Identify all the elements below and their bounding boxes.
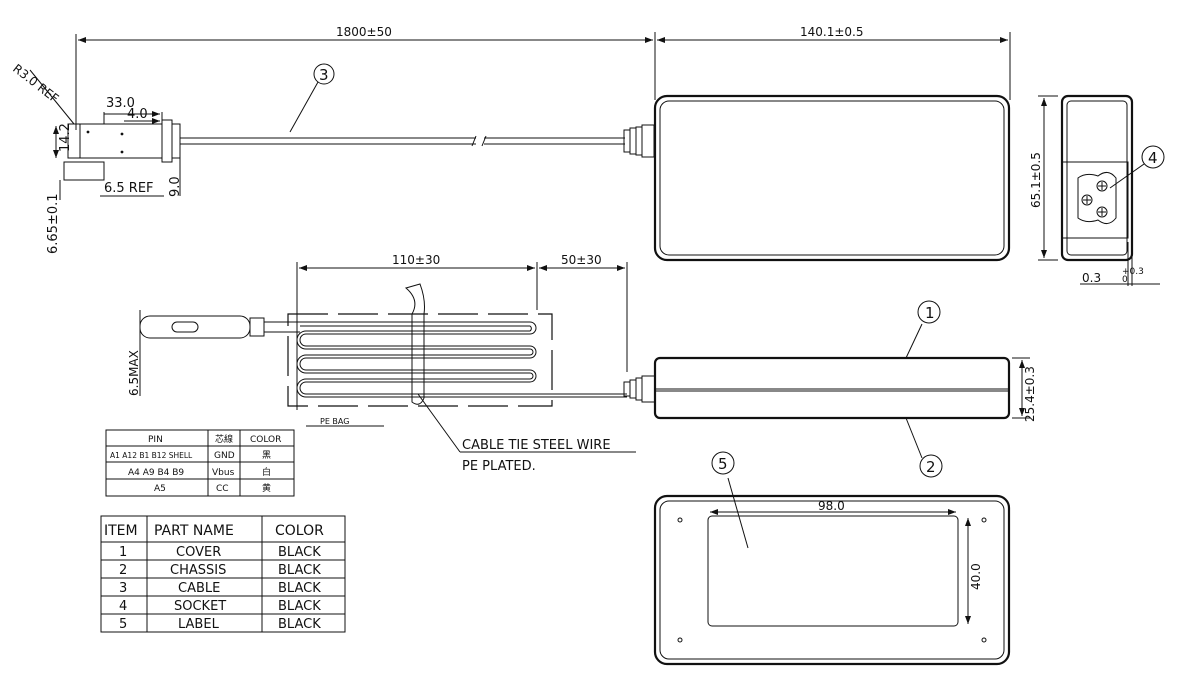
plug-offset-label: 9.0 bbox=[168, 176, 183, 197]
pin-row1-pin: A1 A12 B1 B12 SHELL bbox=[110, 451, 193, 460]
part4-color: BLACK bbox=[278, 599, 321, 614]
body-length-label: 140.1±0.5 bbox=[800, 25, 864, 39]
pe-bag-label: PE BAG bbox=[320, 417, 349, 426]
pin-row3-pin: A5 bbox=[154, 484, 166, 494]
usb-c-plug-top-view: R3.0 REF 33.0 4.0 14.2 6.5 REF 9.0 6.65±… bbox=[10, 61, 183, 254]
pin-header-core: 芯線 bbox=[215, 433, 233, 445]
part2-name: CHASSIS bbox=[170, 563, 226, 578]
plug-radius-label: R3.0 REF bbox=[10, 61, 61, 105]
part3-color: BLACK bbox=[278, 581, 321, 596]
part3-item: 3 bbox=[119, 581, 127, 596]
pin-row2-core: Vbus bbox=[212, 468, 235, 478]
total-length-label: 1800±50 bbox=[336, 25, 392, 39]
body-height-label: 25.4±0.3 bbox=[1023, 366, 1037, 422]
adapter-body-top-view bbox=[653, 94, 1011, 262]
label-width-label: 98.0 bbox=[818, 499, 845, 513]
pin-row1-core: GND bbox=[214, 451, 235, 461]
part1-color: BLACK bbox=[278, 545, 321, 560]
callout-1: 1 bbox=[925, 304, 935, 322]
socket-offset-label: 0.3 bbox=[1082, 271, 1101, 285]
parts-header-item: ITEM bbox=[104, 523, 138, 539]
plug-side-view: 6.5MAX bbox=[127, 310, 300, 396]
pin-row2-pin: A4 A9 B4 B9 bbox=[128, 468, 184, 478]
callout-4: 4 bbox=[1148, 149, 1158, 167]
part5-color: BLACK bbox=[278, 617, 321, 632]
callout-3: 3 bbox=[319, 66, 329, 84]
parts-header-name: PART NAME bbox=[154, 523, 234, 539]
parts-header-color: COLOR bbox=[275, 523, 324, 539]
plug-tip-label: 4.0 bbox=[127, 107, 148, 122]
plug-max-label: 6.5MAX bbox=[127, 350, 141, 396]
pin-header-color: COLOR bbox=[250, 435, 281, 445]
pin-row3-color: 黄 bbox=[262, 482, 271, 494]
adapter-end-view: 4 65.1±0.5 0.3 +0.3 0 bbox=[1029, 94, 1165, 286]
part1-item: 1 bbox=[119, 545, 127, 560]
body-width-label: 65.1±0.5 bbox=[1029, 152, 1043, 208]
pin-table: PIN 芯線 COLOR A1 A12 B1 B12 SHELL GND 黑 A… bbox=[105, 429, 295, 497]
callout-2: 2 bbox=[926, 458, 936, 476]
part2-item: 2 bbox=[119, 563, 127, 578]
adapter-bottom-view: 98.0 40.0 5 bbox=[653, 451, 1011, 666]
parts-table: ITEM PART NAME COLOR 1 COVER BLACK 2 CHA… bbox=[100, 515, 346, 633]
plug-height-label: 14.2 bbox=[58, 123, 73, 152]
cable-tie-note: CABLE TIE STEEL WIRE PE PLATED. bbox=[417, 393, 636, 474]
part2-color: BLACK bbox=[278, 563, 321, 578]
pin-row2-color: 白 bbox=[262, 466, 271, 478]
tail-length-label: 50±30 bbox=[561, 253, 602, 267]
part3-name: CABLE bbox=[178, 581, 220, 596]
overall-length-dimension: 1800±50 140.1±0.5 bbox=[75, 25, 1011, 130]
socket-offset-tol: +0.3 bbox=[1122, 267, 1144, 277]
part4-item: 4 bbox=[119, 599, 127, 614]
socket-offset-tol-low: 0 bbox=[1122, 275, 1128, 285]
plug-base-label: 6.65±0.1 bbox=[46, 193, 61, 254]
adapter-body-side-view: 25.4±0.3 1 2 bbox=[623, 300, 1037, 478]
part1-name: COVER bbox=[176, 545, 221, 560]
cable-tie-line1: CABLE TIE STEEL WIRE bbox=[462, 438, 611, 453]
callout-5: 5 bbox=[718, 455, 728, 473]
pin-header-pin: PIN bbox=[148, 435, 163, 445]
cable-tie-line2: PE PLATED. bbox=[462, 459, 536, 474]
label-height-label: 40.0 bbox=[969, 563, 983, 590]
pin-row3-core: CC bbox=[216, 484, 229, 494]
part5-item: 5 bbox=[119, 617, 127, 632]
part4-name: SOCKET bbox=[174, 599, 226, 614]
plug-ref-label: 6.5 REF bbox=[104, 181, 154, 196]
plug-length-label: 33.0 bbox=[106, 96, 135, 111]
pin-row1-color: 黑 bbox=[262, 450, 271, 461]
coil-length-label: 110±30 bbox=[392, 253, 440, 267]
cable-top-view: 3 bbox=[180, 63, 655, 158]
coiled-cable: PE BAG bbox=[287, 283, 627, 427]
part5-name: LABEL bbox=[178, 617, 220, 632]
